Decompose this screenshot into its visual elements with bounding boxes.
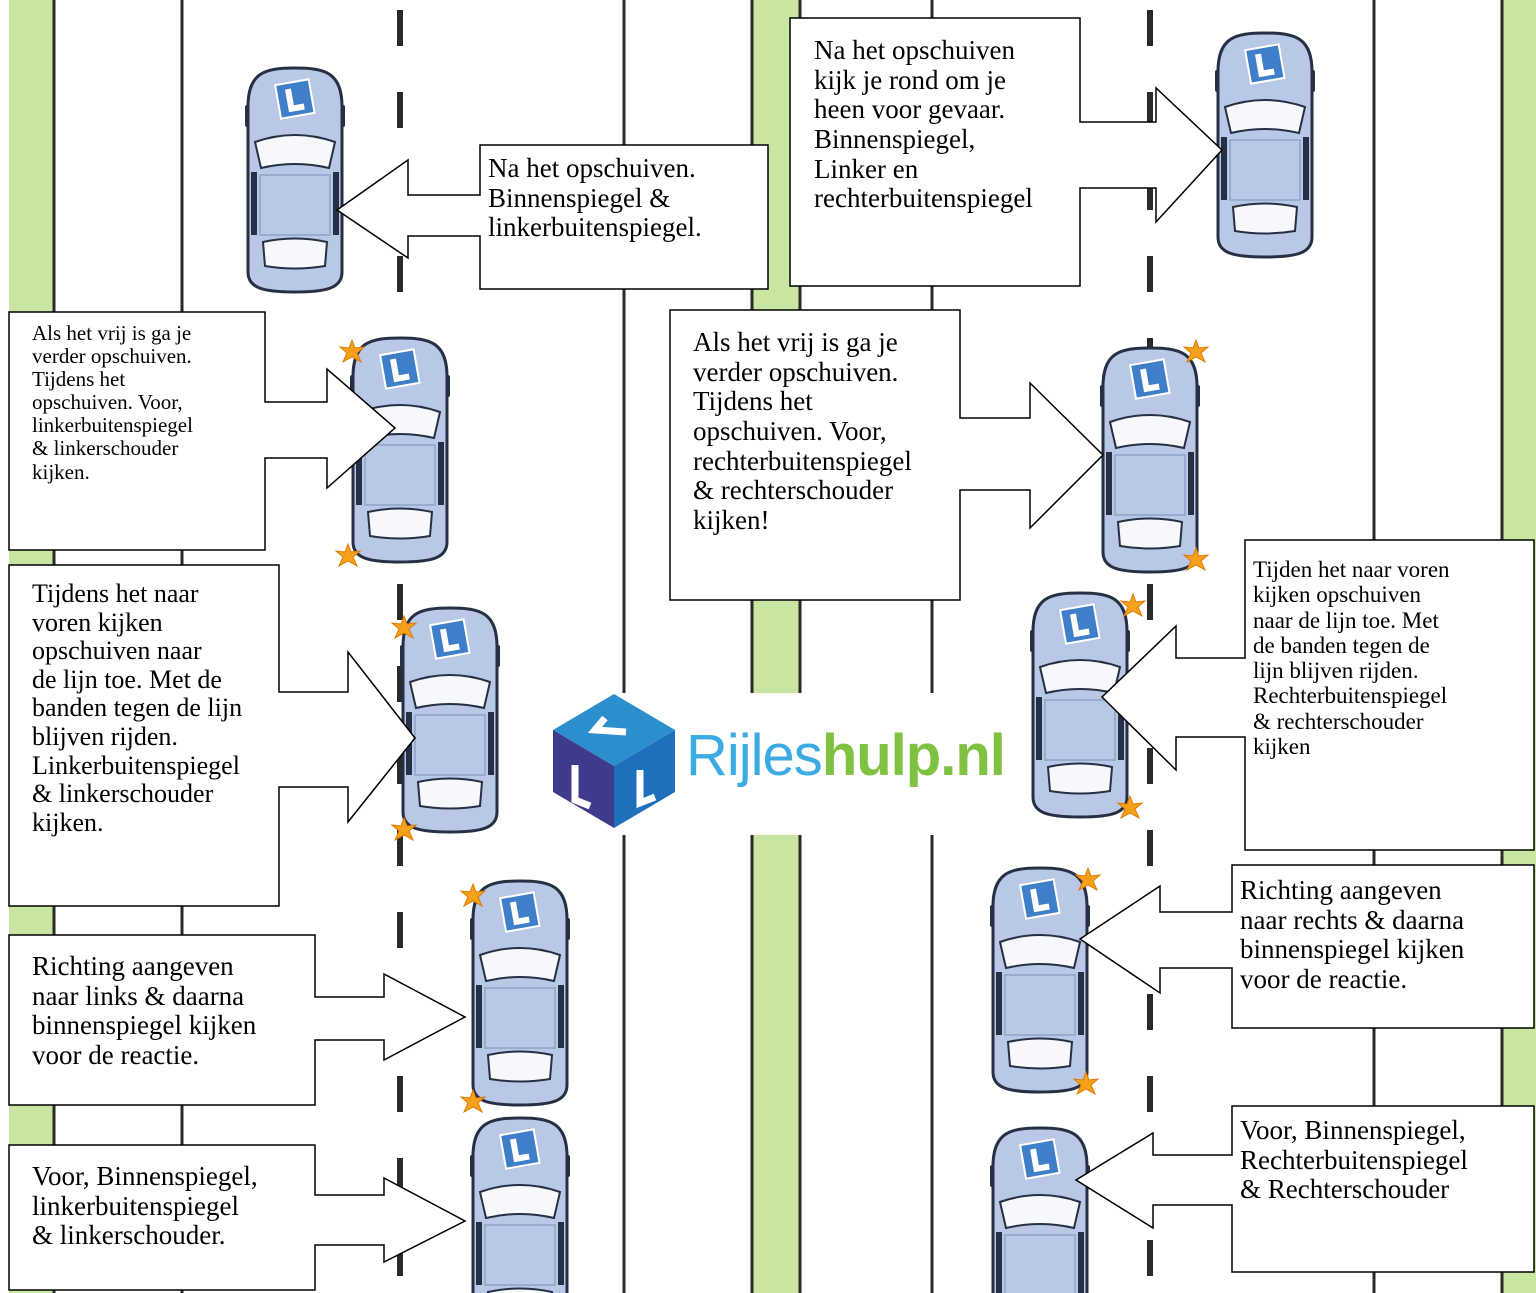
car-left-3 [400, 608, 500, 832]
car-right-5 [990, 1128, 1090, 1293]
callout-left-1-shape [335, 144, 769, 290]
callout-right-4-text: Richting aangeven naar rechts & daarna b… [1240, 875, 1465, 995]
callout-right-4-shape [1078, 864, 1535, 1029]
callout-right-1-text: Na het opschuiven kijk je rond om je hee… [814, 35, 1033, 214]
callout-left-2-shape [8, 311, 397, 551]
callout-left-4-text: Richting aangeven naar links & daarna bi… [32, 951, 257, 1071]
logo-text-part1: Rijles [686, 723, 823, 788]
callout-right-5-shape [1074, 1105, 1535, 1273]
callout-left-3-text: Tijdens het naar voren kijken opschuiven… [32, 579, 243, 837]
callout-right-3-text: Tijden het naar voren kijken opschuiven … [1253, 557, 1450, 760]
callout-left-3-shape [8, 564, 416, 907]
car-left-5 [470, 1118, 570, 1293]
callout-left-5-text: Voor, Binnenspiegel, linkerbuitenspiegel… [32, 1161, 258, 1251]
callout-shapes [8, 17, 1535, 1291]
car-right-2 [1100, 348, 1200, 572]
callout-right-2-shape [669, 309, 1105, 601]
car-right-4 [990, 868, 1090, 1092]
dashed-center-lines [397, 10, 1153, 1293]
car-left-1 [245, 68, 345, 292]
logo-text-part2: hulp.nl [821, 723, 1006, 788]
callout-left-5-shape [8, 1144, 467, 1291]
car-left-4 [470, 881, 570, 1105]
callout-left-4-shape [8, 934, 467, 1106]
callout-left-1-text: Na het opschuiven. Binnenspiegel & linke… [488, 153, 702, 243]
callout-left-2-text: Als het vrij is ga je verder opschuiven.… [32, 321, 193, 484]
logo-cube-icon [553, 694, 675, 828]
callout-right-1-shape [789, 17, 1224, 287]
callout-right-5-text: Voor, Binnenspiegel, Rechterbuitenspiege… [1240, 1115, 1468, 1205]
car-right-1 [1215, 33, 1315, 257]
callout-right-2-text: Als het vrij is ga je verder opschuiven.… [693, 327, 912, 536]
logo-text: Rijleshulp.nl [686, 727, 1006, 785]
callout-right-3-shape [1100, 539, 1535, 851]
